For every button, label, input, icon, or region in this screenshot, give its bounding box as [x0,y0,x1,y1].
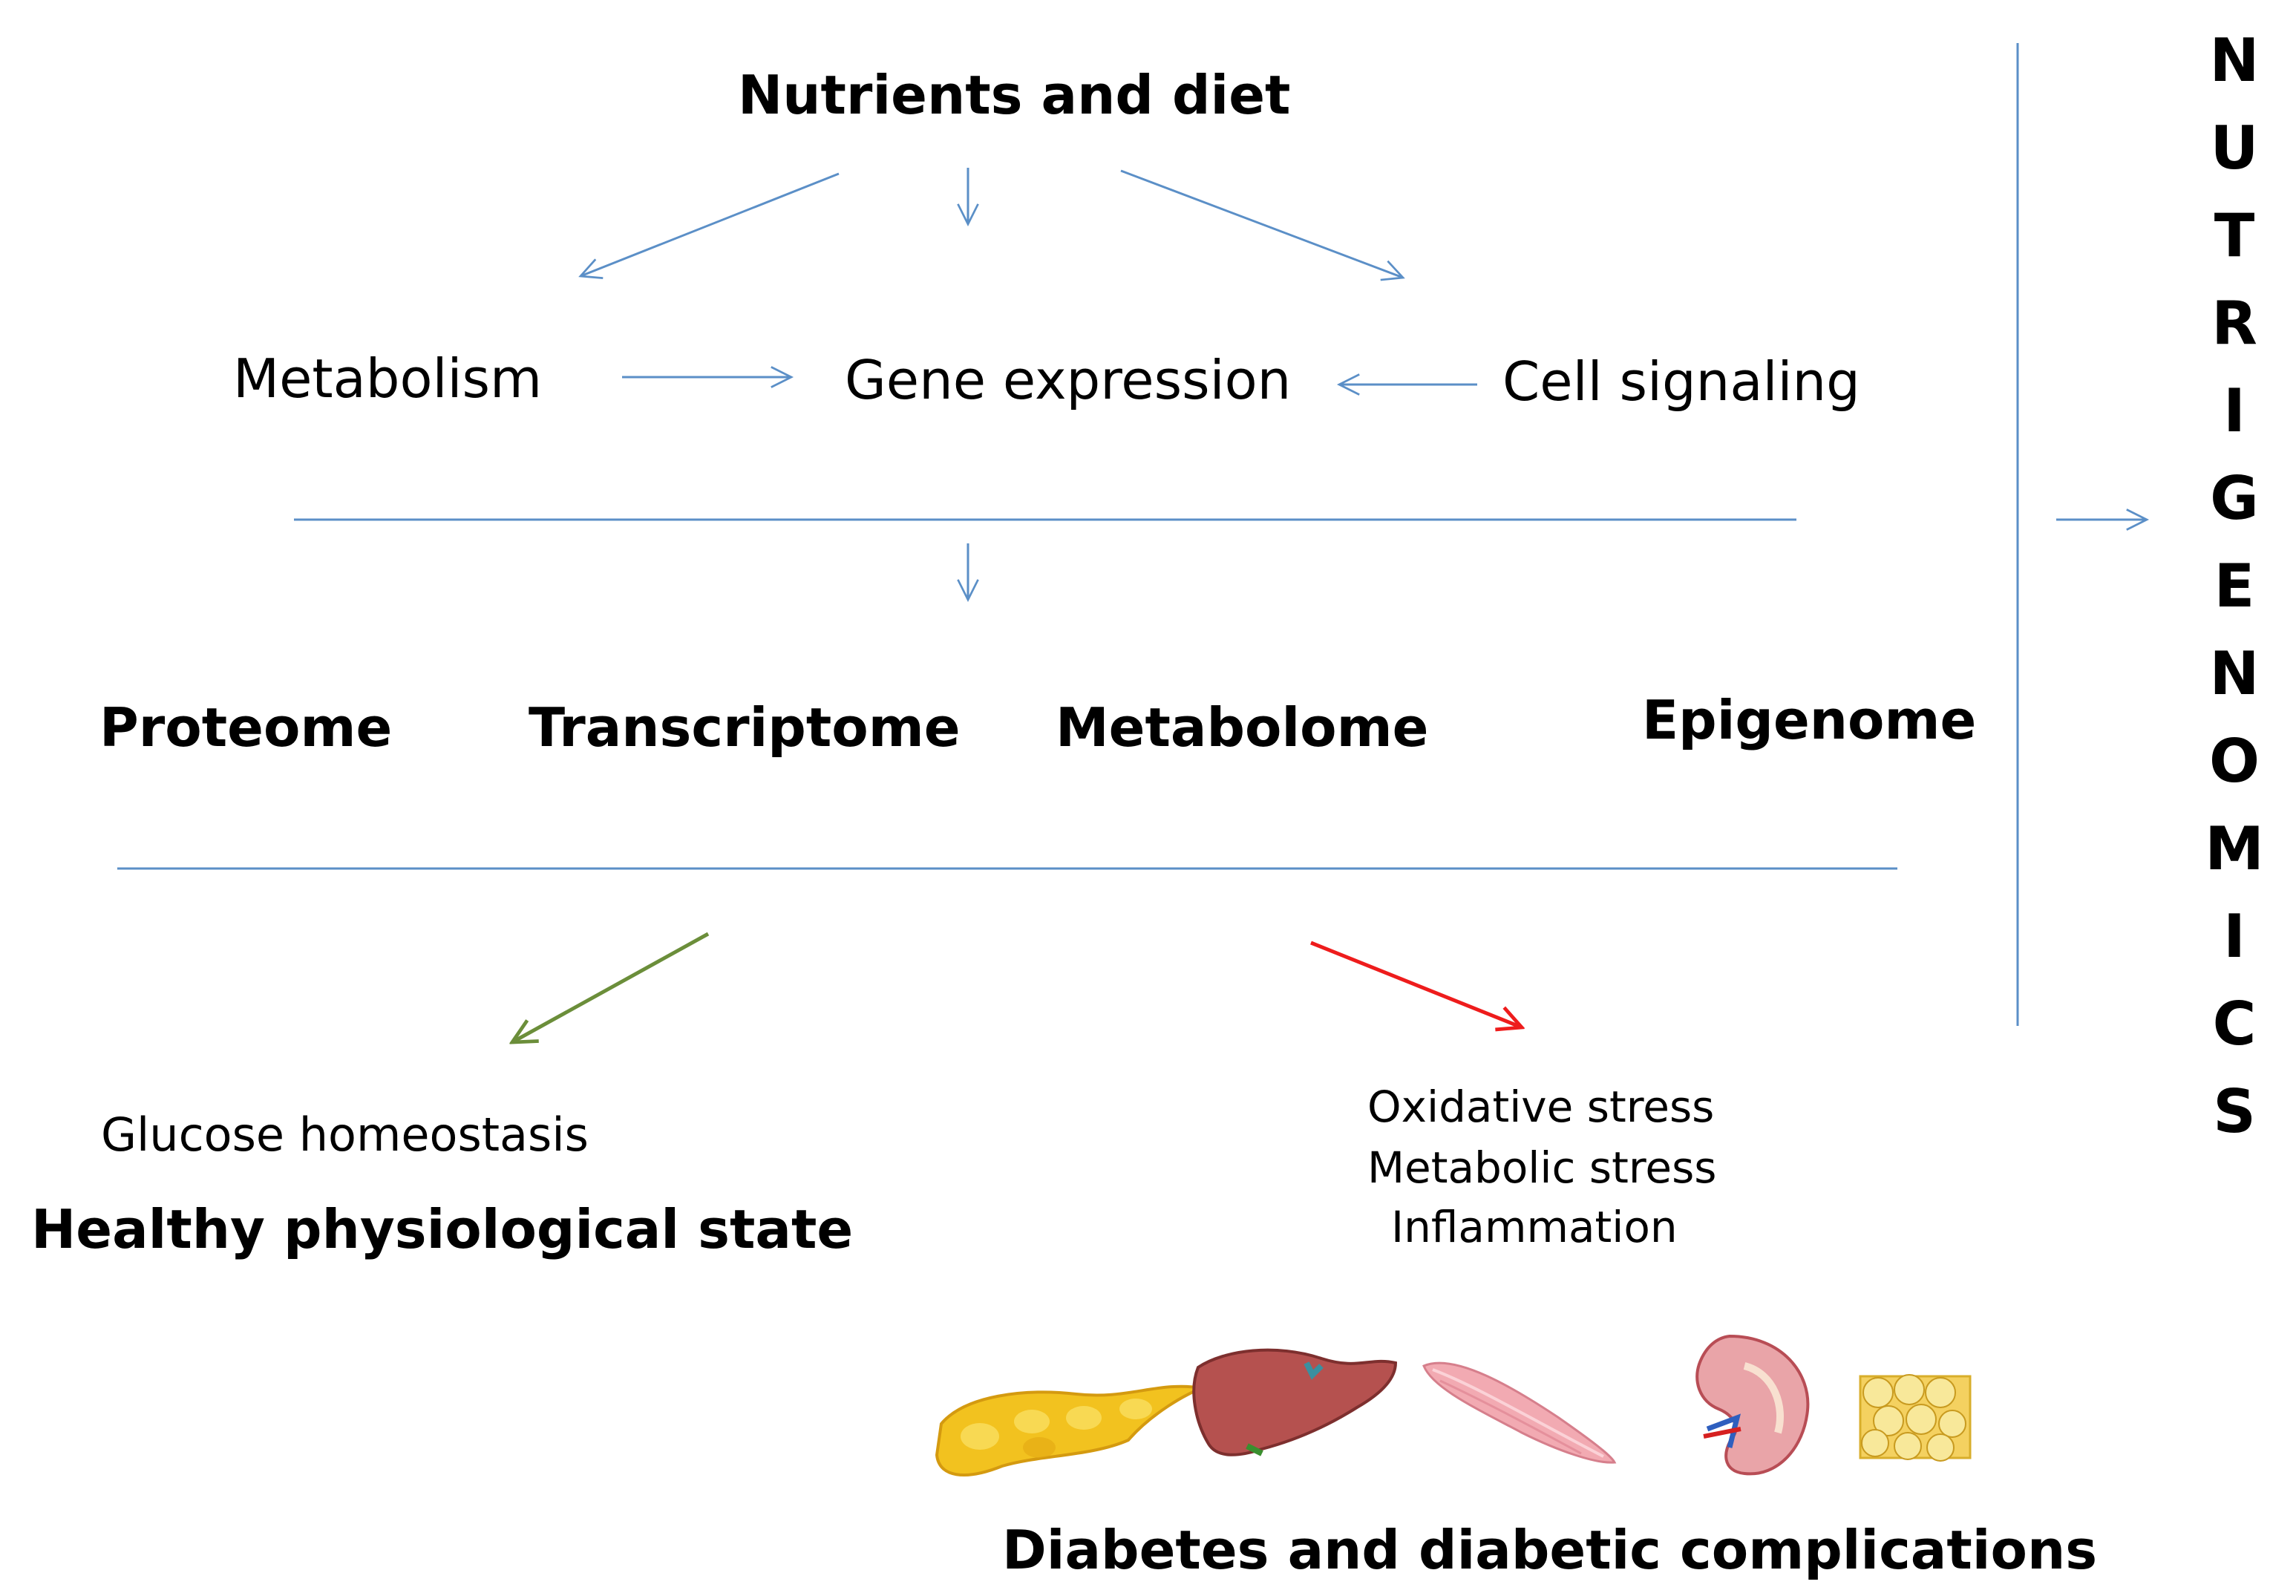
nutrigenomics-letter: C [2212,990,2257,1059]
glucose-homeostasis-label: Glucose homeostasis [101,1108,589,1162]
arrow-to-metabolism [578,172,840,279]
cell-signaling-label: Cell signaling [1502,350,1860,413]
oxidative-stress-label: Oxidative stress [1367,1082,1715,1132]
metabolome-label: Metabolome [1056,696,1429,759]
nutrigenomics-letter: O [2208,727,2260,796]
arrow-to-disease [1310,941,1522,1027]
transcriptome-label: Transcriptome [529,696,961,759]
muscle-icon [1422,1361,1617,1464]
nutrigenomics-letter: T [2214,201,2255,270]
nutrigenomics-letter: U [2210,114,2259,183]
nutrigenomics-letter: I [2223,376,2246,445]
healthy-state-label: Healthy physiological state [31,1198,854,1260]
nutrigenomics-letter: S [2213,1077,2256,1146]
adipose-tissue-icon [1859,1374,1972,1462]
metabolic-stress-label: Metabolic stress [1367,1142,1717,1193]
diabetes-state-label: Diabetes and diabetic complications [1002,1519,2098,1581]
liver-icon [1192,1348,1398,1456]
pancreas-icon [935,1384,1203,1476]
epigenome-label: Epigenome [1642,689,1977,751]
nutrigenomics-letter: G [2210,464,2259,533]
metabolism-label: Metabolism [233,347,543,410]
arrow-to-healthy [512,932,710,1042]
nutrients-and-diet-label: Nutrients and diet [738,64,1291,126]
inflammation-label: Inflammation [1391,1202,1678,1252]
nutrigenomics-letter: N [2209,26,2260,95]
proteome-label: Proteome [99,696,393,759]
kidney-icon [1695,1334,1810,1476]
gene-expression-label: Gene expression [845,349,1292,411]
nutrigenomics-letter: I [2223,902,2246,971]
nutrigenomics-letter: E [2214,552,2255,621]
nutrigenomics-letter: N [2209,639,2260,708]
nutrigenomics-letter: R [2211,289,2257,358]
arrow-to-cell-signaling [1120,169,1405,281]
nutrigenomics-letter: M [2205,814,2264,883]
